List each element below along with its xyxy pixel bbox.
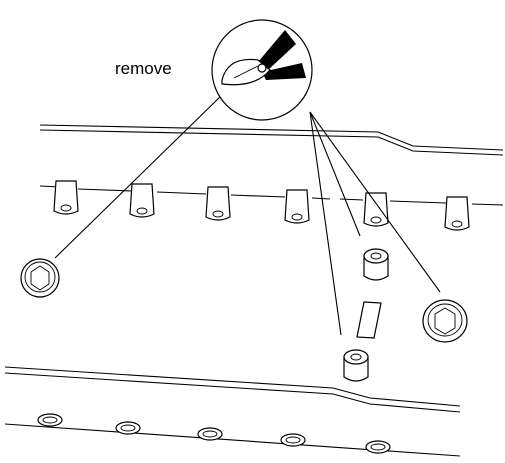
upper-mounting-bosses — [53, 180, 470, 231]
leader-lines — [54, 94, 441, 336]
mounting-boss-1 — [53, 180, 79, 215]
mounting-boss-6 — [444, 196, 470, 231]
rectangular-clip — [356, 301, 382, 339]
grommet-4 — [280, 433, 306, 447]
grommet-2 — [115, 421, 141, 435]
remove-label: remove — [115, 59, 172, 78]
standoff-upper — [363, 248, 389, 281]
hex-cap-left — [20, 258, 60, 298]
mounting-boss-5 — [363, 192, 389, 227]
bottom-rail-line — [4, 423, 461, 457]
grommet-1 — [37, 413, 63, 427]
mounting-boss-3 — [205, 186, 231, 221]
lower-panel-edge — [4, 366, 461, 413]
mounting-boss-2 — [129, 183, 155, 218]
upper-rail-line — [39, 185, 504, 206]
upper-panel-edge — [39, 124, 504, 156]
grommet-5 — [365, 440, 391, 454]
standoff-lower — [343, 349, 369, 382]
side-cutter-pliers-icon — [221, 30, 306, 86]
mounting-boss-4 — [284, 189, 310, 224]
grommet-3 — [197, 427, 223, 441]
hex-cap-right — [422, 299, 468, 343]
bottom-grommets — [37, 413, 391, 454]
tool-circle — [211, 19, 313, 121]
